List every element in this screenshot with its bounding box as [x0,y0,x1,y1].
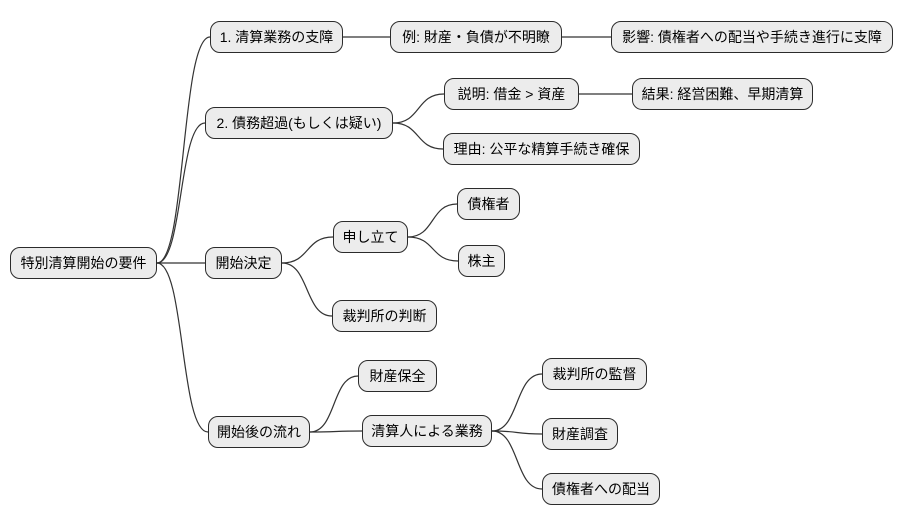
node-label: 結果: 経営困難、早期清算 [641,86,804,102]
node-n3a: 申し立て [333,221,408,253]
node-label: 例: 財産・負債が不明瞭 [402,29,550,45]
edge-root-n1 [156,36,211,264]
edge-root-n4 [156,262,209,433]
node-label: 申し立て [342,229,399,245]
node-n3b: 裁判所の判断 [332,300,437,332]
edge-n4b-n4bb [491,430,543,435]
edge-n2-n2b [392,122,444,150]
node-n3ab: 株主 [458,245,505,277]
node-label: 説明: 借金 > 資産 [457,86,566,102]
edge-root-n2 [156,122,206,264]
edge-n4b-n4bc [491,430,543,490]
edge-n4-n4b [309,430,363,433]
edge-n3a-n3aa [407,203,458,238]
node-label: 開始決定 [215,255,272,271]
node-label: 1. 清算業務の支障 [219,29,334,45]
node-n2b: 理由: 公平な精算手続き確保 [443,133,640,165]
node-n4ba: 裁判所の監督 [542,358,647,390]
node-n2a: 説明: 借金 > 資産 [444,78,579,110]
node-label: 影響: 債権者への配当や手続き進行に支障 [622,29,882,45]
node-n4bc: 債権者への配当 [542,473,660,505]
node-n4bb: 財産調査 [542,418,618,450]
node-label: 債権者への配当 [552,481,650,497]
edge-n4b-n4ba [491,373,543,432]
node-n1b: 影響: 債権者への配当や手続き進行に支障 [611,21,893,53]
node-n2aa: 結果: 経営困難、早期清算 [632,78,813,110]
edge-n3-n3a [281,236,334,264]
node-root: 特別清算開始の要件 [10,247,157,279]
node-label: 株主 [467,253,496,269]
edge-n3a-n3ab [407,236,459,262]
node-label: 財産調査 [552,426,608,442]
node-n1a: 例: 財産・負債が不明瞭 [390,21,562,53]
node-n1: 1. 清算業務の支障 [210,21,343,53]
edge-n4-n4a [309,375,359,433]
node-n4b: 清算人による業務 [362,415,492,447]
node-label: 財産保全 [369,368,426,384]
node-n4a: 財産保全 [358,360,437,392]
node-n2: 2. 債務超過(もしくは疑い) [205,107,393,139]
node-n4: 開始後の流れ [208,416,310,448]
edge-n3-n3b [281,262,333,317]
node-label: 開始後の流れ [217,424,301,440]
node-label: 清算人による業務 [371,423,483,439]
node-label: 理由: 公平な精算手続き確保 [453,141,630,157]
node-label: 特別清算開始の要件 [20,255,147,271]
node-label: 2. 債務超過(もしくは疑い) [216,115,382,131]
node-label: 裁判所の監督 [552,366,637,382]
node-n3: 開始決定 [205,247,282,279]
edge-n2-n2a [392,93,445,124]
node-n3aa: 債権者 [457,188,520,220]
node-label: 裁判所の判断 [342,308,427,324]
node-label: 債権者 [467,196,510,212]
